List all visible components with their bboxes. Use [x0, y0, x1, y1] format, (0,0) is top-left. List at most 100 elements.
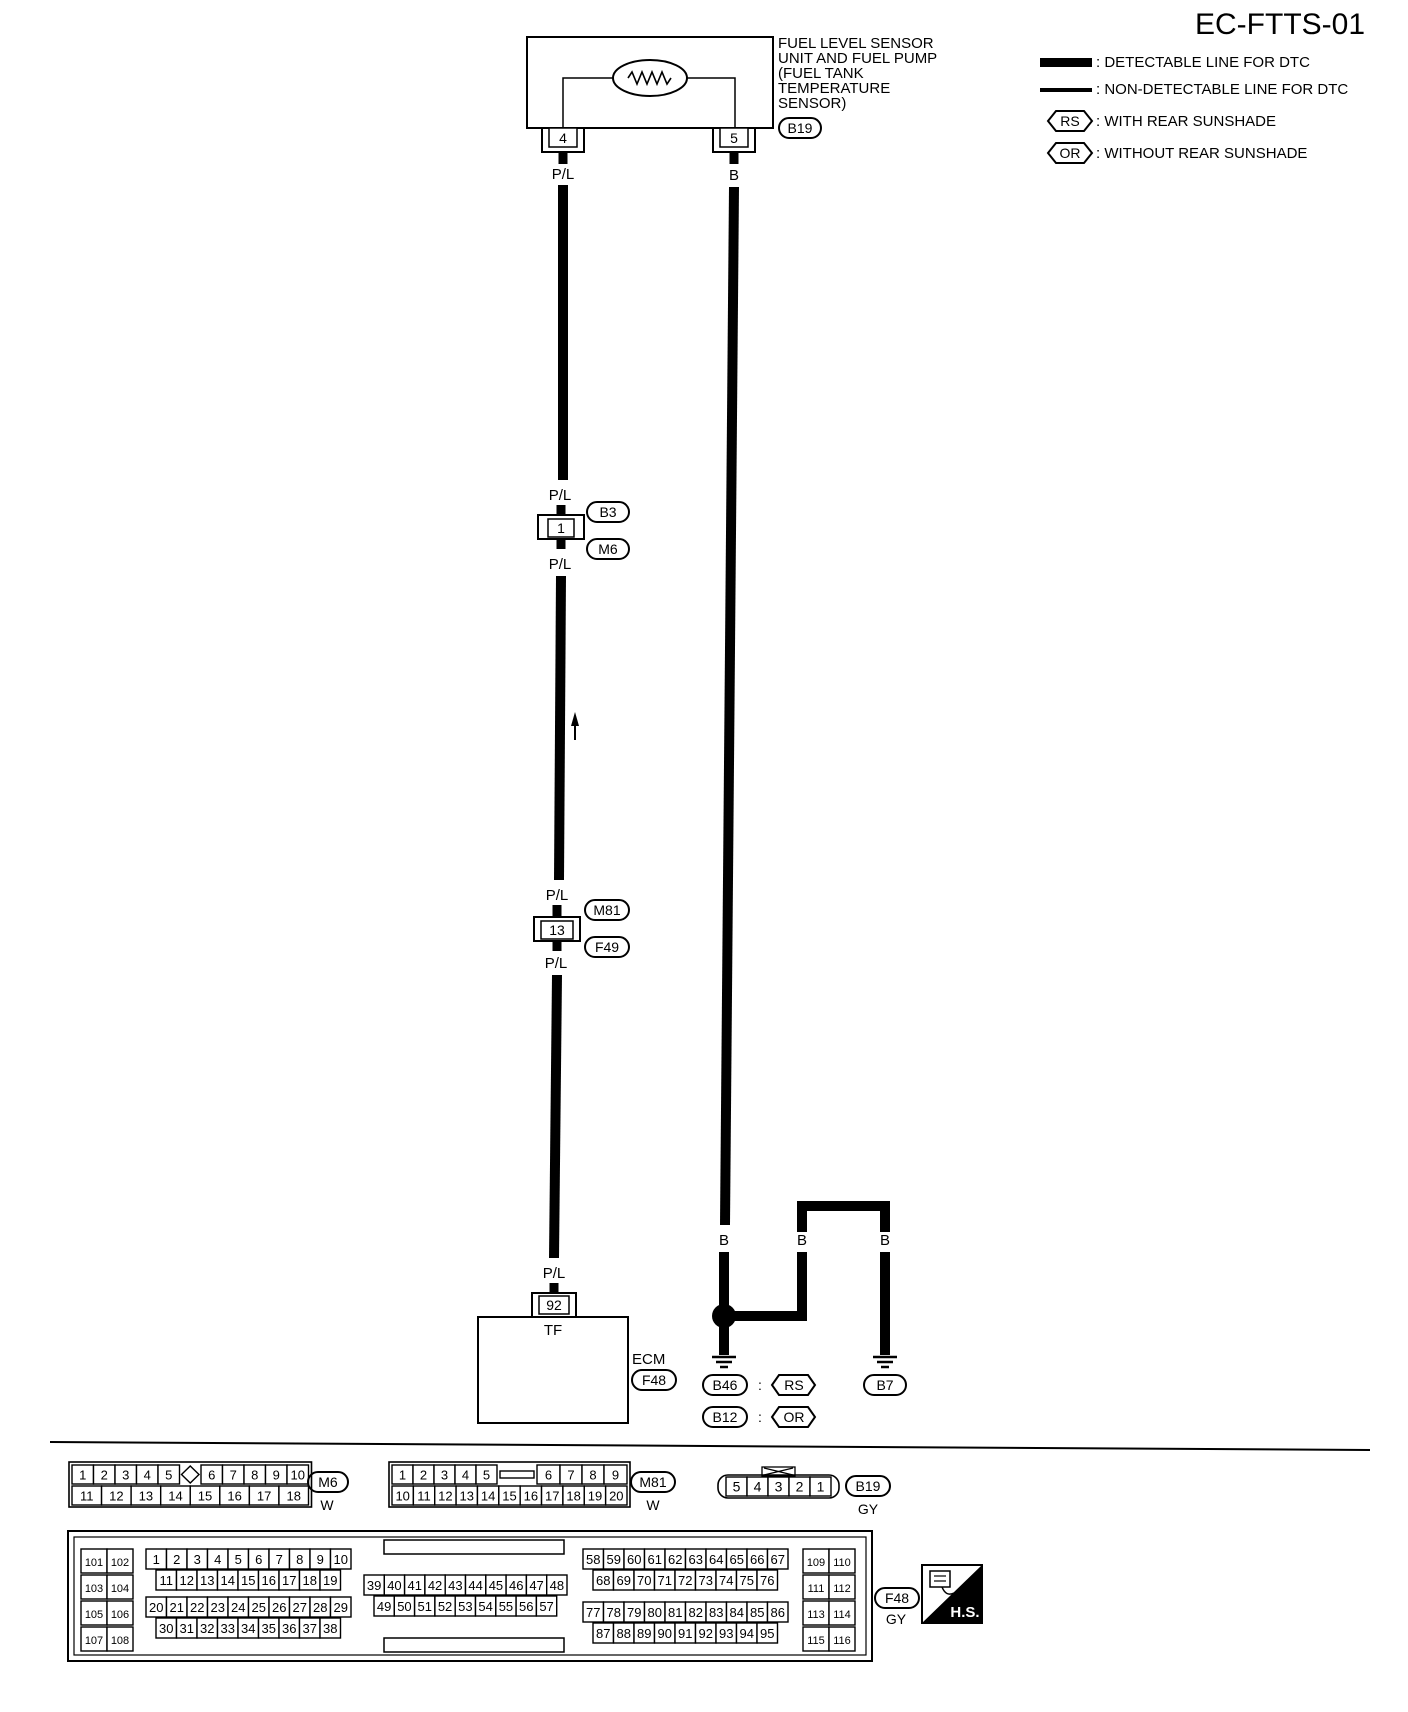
b-wire-loop	[797, 1201, 890, 1232]
f48-pin-41-label: 41	[408, 1578, 422, 1593]
f48-pin-104-label: 104	[111, 1583, 129, 1595]
f48-pin-90-label: 90	[658, 1626, 672, 1641]
f48-pin-5: 5	[227, 1548, 250, 1570]
f48-pin-43-label: 43	[448, 1578, 462, 1593]
f48-pin-57-box	[535, 1595, 558, 1617]
b19-pin-1: 1	[809, 1476, 832, 1497]
ecm-box	[477, 1316, 629, 1424]
hs-badge-text: H.S.	[950, 1604, 979, 1621]
f48-pin-80: 80	[643, 1601, 666, 1623]
f48-pin-59: 59	[602, 1548, 625, 1570]
f48-pin-83-label: 83	[709, 1605, 723, 1620]
f48-pin-111: 111	[802, 1574, 830, 1600]
f48-pin-72-label: 72	[678, 1573, 692, 1588]
f48-pin-52-label: 52	[438, 1599, 452, 1614]
f48-pin-60-label: 60	[627, 1552, 641, 1567]
b19-view-id: B19	[856, 1478, 881, 1494]
f48-pin-107: 107	[80, 1626, 108, 1652]
m81-pin-5-box	[475, 1464, 498, 1485]
m6-pin-18-box	[278, 1485, 310, 1506]
f48-pin-55: 55	[495, 1595, 517, 1617]
f48-pin-70-label: 70	[637, 1573, 651, 1588]
f48-pin-7: 7	[268, 1548, 291, 1570]
f48-pin-111-label: 111	[808, 1583, 825, 1595]
joint-m6-tag	[586, 538, 630, 560]
f48-pin-36: 36	[278, 1617, 301, 1639]
f48-pin-68: 68	[592, 1569, 615, 1591]
f48-pin-51: 51	[413, 1595, 436, 1617]
m81-pin-2: 2	[412, 1464, 435, 1485]
f48-pin-14: 14	[216, 1569, 239, 1591]
f48-pin-114-label: 114	[833, 1609, 851, 1621]
legend-or-code: OR	[1060, 145, 1081, 161]
b19-view-tag	[845, 1475, 891, 1497]
b19-view-frame	[717, 1474, 840, 1499]
f48-pin-2-label: 2	[173, 1552, 180, 1567]
f48-pin-112-label: 112	[833, 1583, 851, 1595]
joint-f49-id: F49	[595, 939, 619, 955]
b19-pin-5-label: 5	[733, 1479, 741, 1495]
f48-pin-80-label: 80	[648, 1605, 662, 1620]
ecm-connector-id: F48	[642, 1372, 666, 1388]
sensor-box	[526, 36, 774, 129]
m6-pin-18-label: 18	[286, 1489, 300, 1504]
f48-pin-52: 52	[434, 1595, 456, 1617]
ground-b7-id: B7	[876, 1377, 893, 1393]
f48-pin-44-label: 44	[468, 1578, 482, 1593]
f48-pin-29: 29	[329, 1596, 352, 1618]
m81-pin-15-label: 15	[502, 1489, 516, 1504]
m81-pin-5-label: 5	[483, 1468, 490, 1483]
f48-pin-106-label: 106	[111, 1609, 129, 1621]
f48-pin-61-label: 61	[648, 1552, 662, 1567]
m81-pin-18: 18	[562, 1485, 585, 1506]
m81-pin-9-label: 9	[612, 1468, 619, 1483]
f48-pin-69: 69	[612, 1569, 635, 1591]
f48-pin-8-label: 8	[296, 1552, 303, 1567]
ground-b12-condition: OR	[784, 1409, 805, 1425]
f48-pin-23-label: 23	[211, 1600, 225, 1615]
f48-pin-64-label: 64	[709, 1552, 723, 1567]
f48-pin-71-label: 71	[658, 1573, 672, 1588]
f48-pin-2: 2	[165, 1548, 188, 1570]
ground-icon	[712, 1355, 736, 1369]
f48-pin-46: 46	[505, 1574, 528, 1596]
legend-or-tag	[1046, 142, 1094, 164]
m6-pin-2: 2	[92, 1464, 116, 1485]
f48-pin-116: 116	[828, 1626, 856, 1652]
ground-b7-tag	[863, 1374, 907, 1396]
m6-pin-8-label: 8	[251, 1468, 258, 1483]
ecm-pin-92: 92	[546, 1297, 562, 1313]
m6-pin-16: 16	[219, 1485, 251, 1506]
f48-pin-91-label: 91	[678, 1626, 692, 1641]
pl-wire-label-3: P/L	[549, 556, 572, 573]
f48-pin-57-label: 57	[539, 1599, 553, 1614]
sensor-pin-5: 5	[730, 130, 738, 146]
m81-pin-1-label: 1	[399, 1468, 406, 1483]
joint-b3-tag	[586, 501, 630, 523]
m6-pin-5-box	[157, 1464, 181, 1485]
f48-pin-54-label: 54	[478, 1599, 492, 1614]
b19-pin-4: 4	[746, 1476, 769, 1497]
f48-pin-79-label: 79	[627, 1605, 641, 1620]
f48-pin-25: 25	[247, 1596, 270, 1618]
m6-pin-1: 1	[71, 1464, 95, 1485]
f48-pin-40-label: 40	[387, 1578, 401, 1593]
sensor-internal-left	[562, 77, 613, 128]
ground-b12-condition-tag	[770, 1406, 817, 1428]
joint-m81-f49-box	[540, 920, 574, 940]
m81-view-color: W	[646, 1497, 660, 1513]
f48-pin-10-box	[329, 1548, 352, 1570]
f48-pin-19-label: 19	[323, 1573, 337, 1588]
f48-pin-42-label: 42	[428, 1578, 442, 1593]
f48-pin-59-label: 59	[607, 1552, 621, 1567]
f48-pin-116-box	[828, 1626, 856, 1652]
f48-pin-42: 42	[424, 1574, 446, 1596]
f48-pin-25-label: 25	[252, 1600, 266, 1615]
m6-key-diamond	[180, 1465, 201, 1484]
f48-pin-10-label: 10	[334, 1552, 348, 1567]
f48-pin-94-label: 94	[740, 1626, 754, 1641]
f48-pin-1-label: 1	[153, 1552, 160, 1567]
ground-b12-sep: :	[758, 1409, 762, 1425]
joint-m81-tag	[584, 899, 630, 921]
f48-pin-102-label: 102	[111, 1557, 129, 1569]
